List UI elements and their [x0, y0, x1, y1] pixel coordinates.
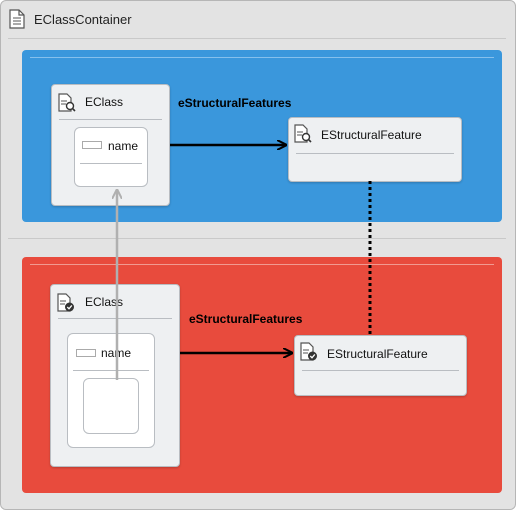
feature-node-top[interactable]: EStructuralFeature: [288, 117, 462, 182]
compartment-divider: [80, 163, 142, 164]
class-check-icon: [57, 293, 75, 318]
node-divider: [58, 318, 172, 319]
container-title: EClassContainer: [34, 12, 132, 27]
class-check-icon: [300, 342, 318, 367]
nested-container[interactable]: [83, 378, 139, 434]
class-search-icon: [294, 124, 312, 149]
attribute-label[interactable]: name: [101, 346, 132, 360]
node-divider: [296, 153, 454, 154]
document-icon: [9, 9, 25, 34]
class-search-icon: [58, 93, 76, 118]
eclass-node-top[interactable]: EClass name: [51, 84, 170, 206]
feature-title: EStructuralFeature: [321, 128, 422, 142]
node-divider: [59, 119, 162, 120]
edge-label-bottom: eStructuralFeatures: [189, 312, 303, 326]
eclass-title: EClass: [85, 95, 124, 109]
compartment-divider: [73, 370, 149, 371]
feature-node-bottom[interactable]: EStructuralFeature: [294, 335, 467, 396]
eclass-node-bottom[interactable]: EClass name: [50, 284, 180, 467]
eclass-title: EClass: [85, 295, 124, 309]
edge-label-top: eStructuralFeatures: [178, 96, 292, 110]
attribute-label[interactable]: name: [108, 139, 139, 153]
attribute-icon: [82, 141, 102, 149]
bottom-region-line: [30, 264, 494, 265]
attribute-compartment[interactable]: name: [67, 333, 155, 448]
node-divider: [302, 370, 459, 371]
container-divider: [8, 38, 506, 39]
attribute-icon: [76, 349, 96, 357]
attribute-compartment[interactable]: name: [74, 127, 148, 187]
feature-title: EStructuralFeature: [327, 347, 428, 361]
top-region-line: [30, 57, 494, 58]
band-divider: [8, 238, 506, 239]
